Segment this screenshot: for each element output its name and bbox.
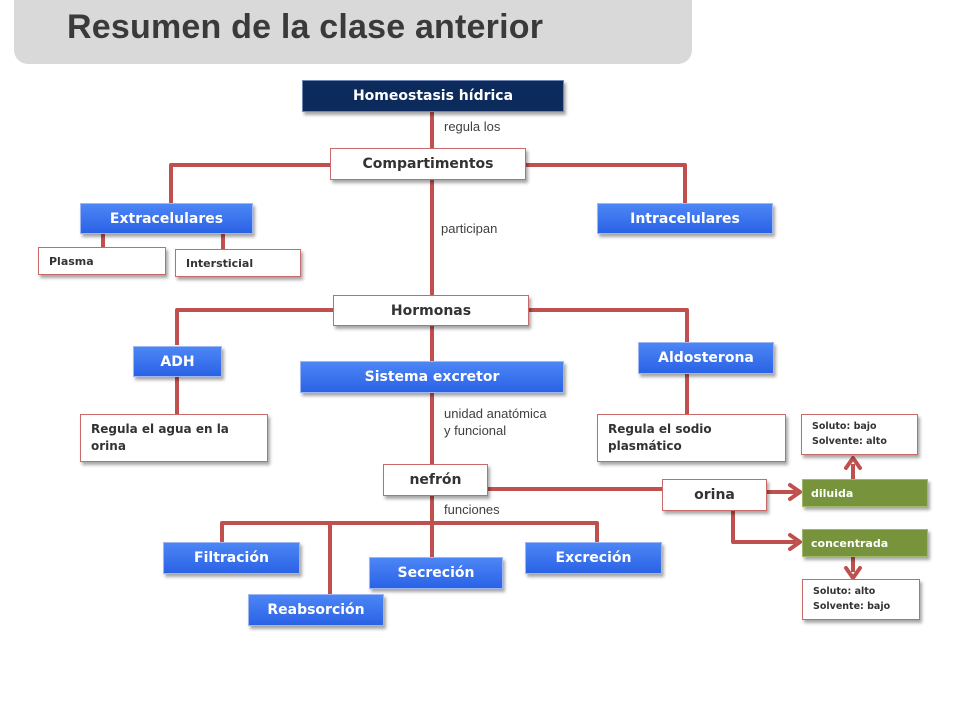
arrowhead-down <box>844 566 862 580</box>
slide-title: Resumen de la clase anterior <box>67 8 544 46</box>
node-intersticial: Intersticial <box>175 249 301 277</box>
title-bar <box>14 0 692 64</box>
arrowhead-diluida <box>788 483 802 501</box>
link-regula-los: regula los <box>444 119 501 134</box>
node-sistema-excretor: Sistema excretor <box>300 361 564 393</box>
node-hormonas: Hormonas <box>333 295 529 326</box>
arrowhead-concentrada <box>788 533 802 551</box>
node-concentrada-props: Soluto: alto Solvente: bajo <box>802 579 920 620</box>
node-adh-desc: Regula el agua en la orina <box>80 414 268 462</box>
node-intracelulares: Intracelulares <box>597 203 773 234</box>
node-extracelulares: Extracelulares <box>80 203 253 234</box>
diluida-soluto: Soluto: bajo <box>812 421 877 433</box>
node-plasma: Plasma <box>38 247 166 275</box>
node-adh: ADH <box>133 346 222 377</box>
concentrada-soluto: Soluto: alto <box>813 586 876 598</box>
diluida-solvente: Solvente: alto <box>812 435 887 447</box>
node-compartimentos: Compartimentos <box>330 148 526 180</box>
node-concentrada: concentrada <box>802 529 928 557</box>
node-diluida: diluida <box>802 479 928 507</box>
link-funciones: funciones <box>444 502 500 517</box>
concentrada-solvente: Solvente: bajo <box>813 600 891 612</box>
node-diluida-props: Soluto: bajo Solvente: alto <box>801 414 918 455</box>
link-participan: participan <box>441 221 498 236</box>
node-excrecion: Excreción <box>525 542 662 574</box>
node-homeostasis: Homeostasis hídrica <box>302 80 564 112</box>
node-orina: orina <box>662 479 767 511</box>
node-reabsorcion: Reabsorción <box>248 594 384 626</box>
node-nefron: nefrón <box>383 464 488 496</box>
link-unidad: unidad anatómica y funcional <box>444 406 547 440</box>
connector-nefron-functions <box>220 521 599 546</box>
arrowhead-up <box>844 456 862 470</box>
connector-orina-concentrada <box>731 511 796 544</box>
node-aldosterona-desc: Regula el sodio plasmático <box>597 414 786 462</box>
link-unidad-line2: y funcional <box>444 422 507 438</box>
node-aldosterona: Aldosterona <box>638 342 774 374</box>
link-unidad-line1: unidad anatómica <box>444 406 547 421</box>
node-secrecion: Secreción <box>369 557 503 589</box>
node-filtracion: Filtración <box>163 542 300 574</box>
